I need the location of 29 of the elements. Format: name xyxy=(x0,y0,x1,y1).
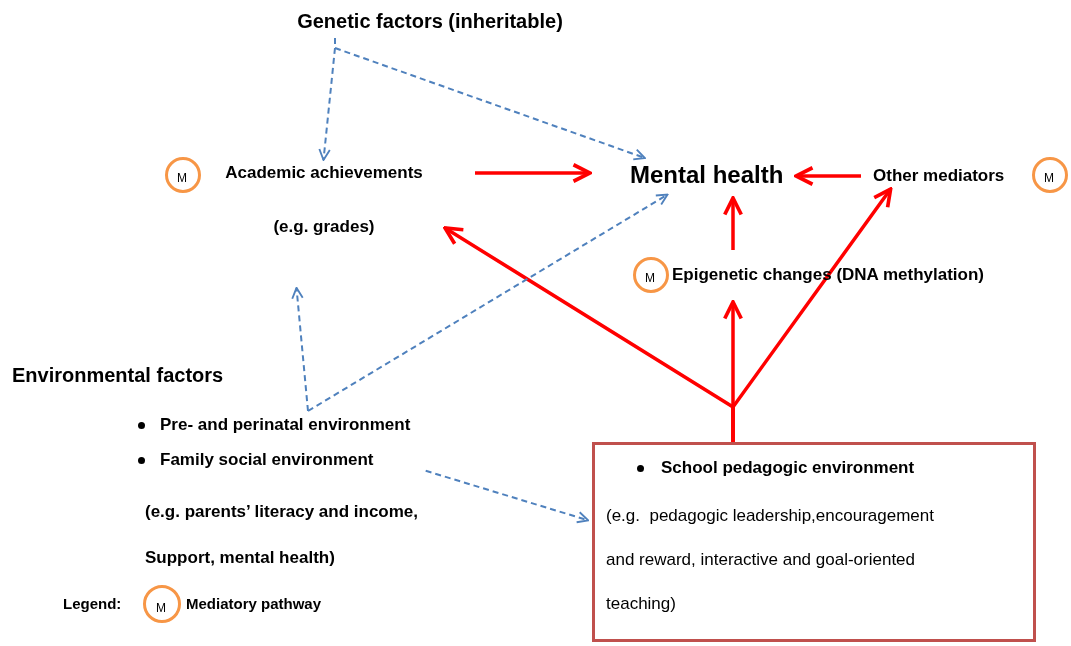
dashed-arrow xyxy=(307,193,669,412)
mediator-mark: M xyxy=(645,271,655,285)
example-text: (e.g. grades) xyxy=(272,216,376,238)
dashed-arrow xyxy=(334,37,646,161)
arrow xyxy=(475,162,592,184)
mediator-circle xyxy=(1032,157,1068,193)
example-text: (e.g. pedagogic leadership,encouragement and reward, interactive and goal-oriented teaching) xyxy=(606,505,935,615)
bullet-item: School pedagogic environment xyxy=(661,457,915,479)
node-label: Mental health xyxy=(630,160,785,190)
bullet-item: Family social environment xyxy=(160,449,374,471)
node-label: Academic achievements xyxy=(224,162,424,184)
mediator-circle xyxy=(165,157,201,193)
mediator-circle xyxy=(633,257,669,293)
arrow xyxy=(731,187,893,442)
arrow xyxy=(722,196,744,250)
dashed-arrow xyxy=(424,469,590,524)
legend-title: Legend: xyxy=(63,594,122,614)
mediator-mark: M xyxy=(156,601,166,615)
mediator-mark: M xyxy=(177,171,187,185)
heading: Genetic factors (inheritable) xyxy=(296,9,564,34)
school-box xyxy=(592,442,1036,642)
legend-label: Mediatory pathway xyxy=(186,594,322,614)
example-text: (e.g. parents’ literacy and income, Support, mental health) xyxy=(145,501,420,569)
mediator-mark: M xyxy=(1044,171,1054,185)
bullet-item: Pre- and perinatal environment xyxy=(160,414,411,436)
dashed-arrow xyxy=(291,286,309,412)
heading: Environmental factors xyxy=(12,363,224,388)
node-label: Other mediators xyxy=(873,165,1006,187)
arrow xyxy=(794,165,861,187)
